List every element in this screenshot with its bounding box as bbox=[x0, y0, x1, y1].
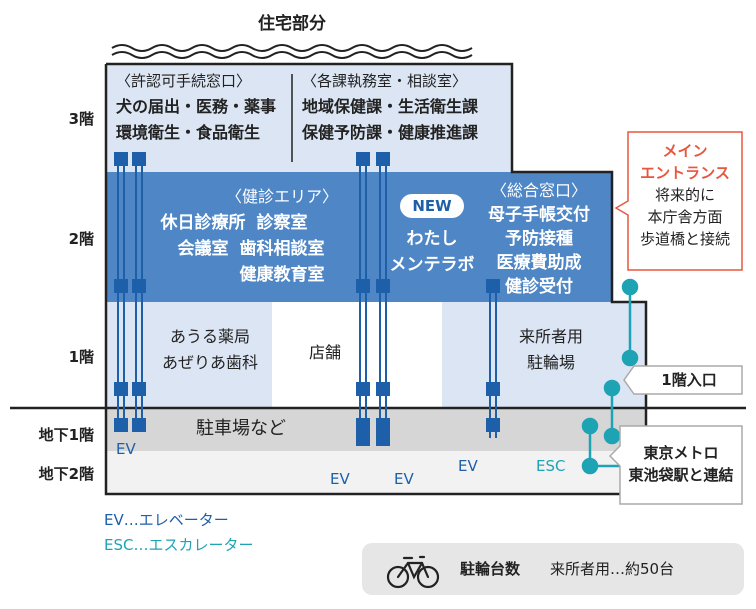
floor-label-2: 2階 bbox=[68, 230, 94, 248]
checkup-line1: 診察室 bbox=[256, 213, 308, 233]
main-entrance-line3: 歩道橋と接続 bbox=[639, 230, 730, 248]
ev-label-right: EV bbox=[458, 457, 478, 475]
permit-window-heading: 〈許認可手続窓口〉 bbox=[116, 72, 252, 90]
floor3-block bbox=[106, 64, 512, 172]
main-entrance-line1: 将来的に bbox=[654, 186, 715, 204]
elevator-stops bbox=[114, 152, 500, 446]
top-label: 住宅部分 bbox=[258, 14, 326, 34]
shop-label: 店舗 bbox=[308, 343, 341, 362]
mental-lab-line1: わたし bbox=[406, 229, 458, 249]
floor-label-1: 1階 bbox=[68, 348, 94, 366]
basement2-block bbox=[106, 451, 646, 494]
building-outline bbox=[104, 62, 648, 496]
esc-label: ESC bbox=[536, 457, 566, 475]
bicycle-icon bbox=[386, 555, 440, 589]
ev-label-left: EV bbox=[116, 440, 136, 458]
first-floor-entrance-callout: 1階入口 bbox=[661, 371, 717, 389]
parking-info-box bbox=[362, 543, 744, 595]
checkup-line3: 健康教育室 bbox=[239, 265, 325, 285]
bicycle-parking-line1: 来所者用 bbox=[518, 327, 583, 346]
main-entrance-line2: 本庁舎方面 bbox=[647, 208, 723, 226]
parking-info-value: 来所者用…約50台 bbox=[550, 560, 675, 578]
clinic-line2: 会議室 bbox=[177, 239, 229, 259]
general-window-heading: 〈総合窓口〉 bbox=[490, 181, 587, 200]
bicycle-parking-line2: 駐輪場 bbox=[526, 353, 575, 372]
permit-window-line1: 犬の届出・医務・薬事 bbox=[116, 97, 277, 116]
main-entrance-title1: メイン bbox=[662, 142, 708, 160]
roof-wave bbox=[111, 44, 473, 52]
main-entrance-callout-border bbox=[614, 131, 743, 271]
clinic-line1: 休日診療所 bbox=[160, 213, 246, 233]
main-entrance-title2: エントランス bbox=[640, 164, 730, 182]
checkup-heading: 〈健診エリア〉 bbox=[225, 187, 338, 206]
general-window-line4: 健診受付 bbox=[505, 277, 573, 297]
metro-line2: 東池袋駅と連結 bbox=[628, 466, 734, 484]
metro-callout: 東京メトロ 東池袋駅と連結 bbox=[622, 442, 740, 486]
general-window-line1: 母子手帳交付 bbox=[488, 205, 590, 225]
general-window-line2: 予防接種 bbox=[505, 229, 573, 249]
floor-label-3: 3階 bbox=[68, 110, 94, 128]
escalator-route bbox=[581, 278, 639, 475]
new-badge: NEW bbox=[400, 194, 464, 218]
first-entrance-callout-border bbox=[623, 365, 743, 395]
ev-label-center-right: EV bbox=[394, 470, 414, 488]
general-window-line3: 医療費助成 bbox=[496, 253, 582, 273]
floor-label-b2: 地下2階 bbox=[38, 465, 94, 483]
roof-wave bbox=[111, 51, 473, 59]
legend-ev: EV…エレベーター bbox=[104, 511, 229, 529]
mental-lab-line2: メンテラボ bbox=[389, 255, 475, 275]
parking-info-label: 駐輪台数 bbox=[460, 560, 521, 578]
offices-heading: 〈各課執務室・相談室〉 bbox=[302, 72, 468, 90]
ev-label-center-left: EV bbox=[330, 470, 350, 488]
metro-callout-border bbox=[608, 425, 743, 505]
legend-esc: ESC…エスカレーター bbox=[104, 536, 254, 554]
checkup-line2: 歯科相談室 bbox=[239, 239, 325, 259]
parking-area-label: 駐車場など bbox=[196, 418, 286, 439]
offices-line2: 保健予防課・健康推進課 bbox=[302, 123, 479, 142]
metro-line1: 東京メトロ bbox=[643, 444, 719, 462]
pharmacy-line2: あぜりあ歯科 bbox=[161, 353, 258, 372]
offices-line1: 地域保健課・生活衛生課 bbox=[302, 97, 479, 116]
main-entrance-callout: メイン エントランス 将来的に 本庁舎方面 歩道橋と接続 bbox=[630, 140, 740, 250]
permit-window-line2: 環境衛生・食品衛生 bbox=[116, 123, 261, 142]
floor-label-b1: 地下1階 bbox=[38, 426, 94, 444]
pharmacy-line1: あうる薬局 bbox=[169, 327, 250, 346]
